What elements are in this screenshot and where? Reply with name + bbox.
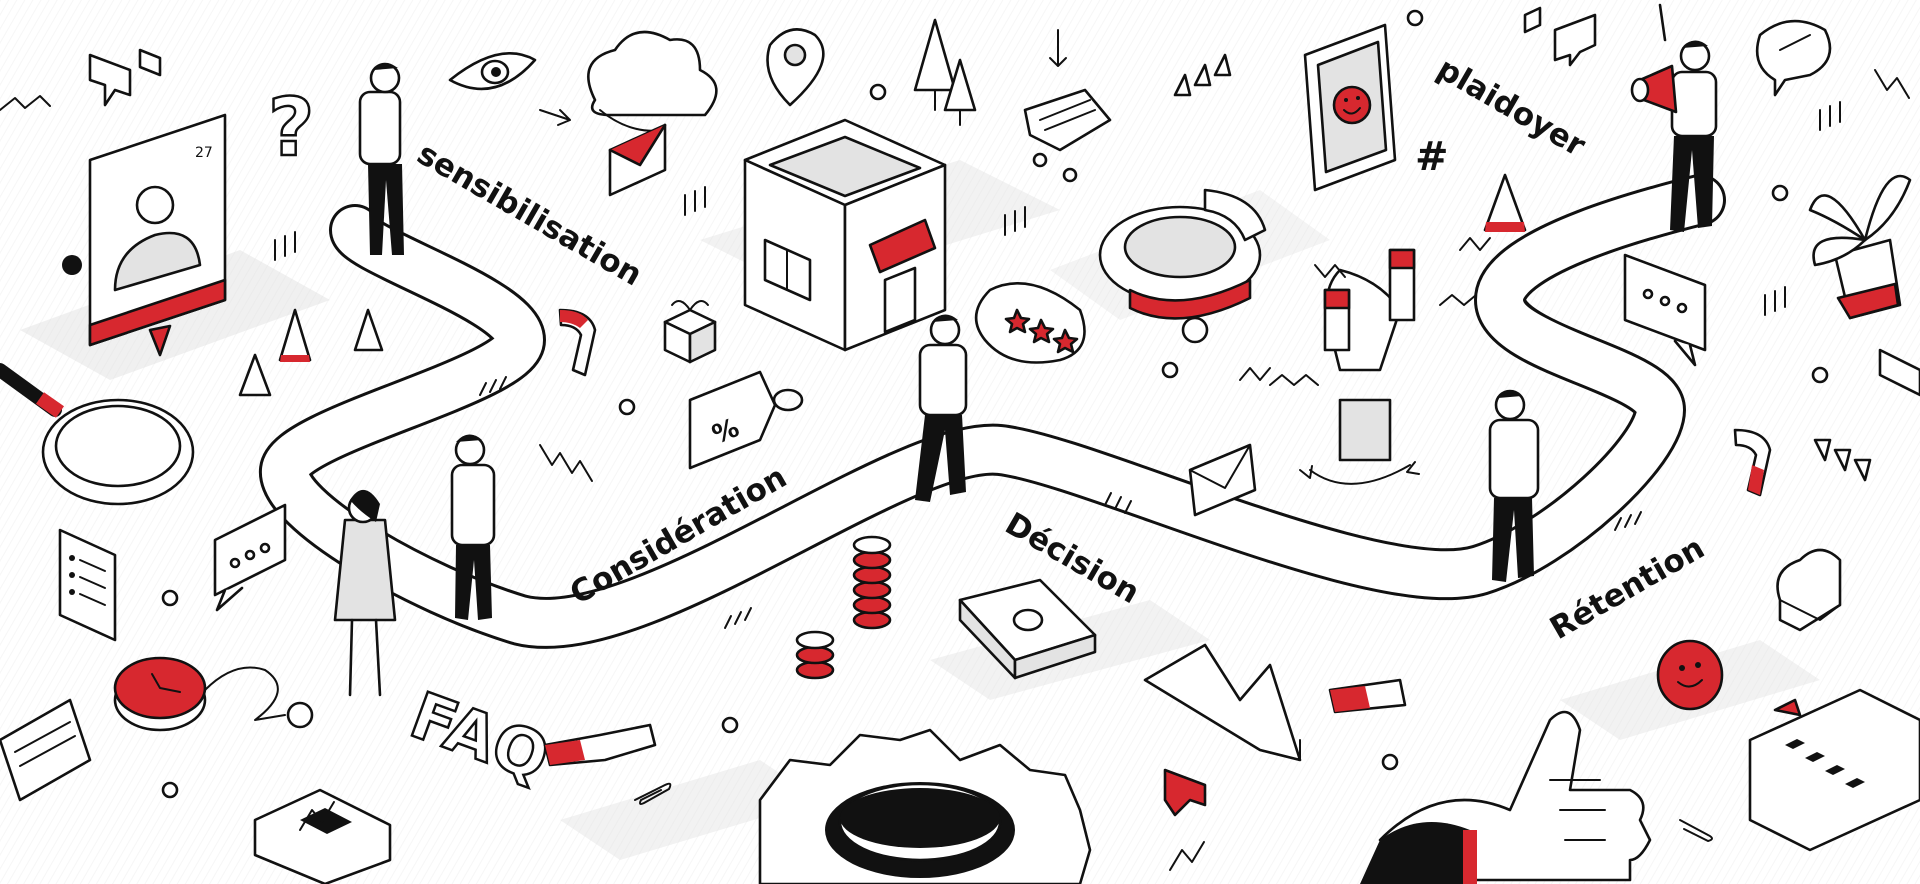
question-mark-icon: ? [267, 80, 316, 176]
person-consideration-man [450, 434, 496, 620]
location-pin-icon [766, 28, 825, 107]
banknote-icon [958, 578, 1097, 680]
checklist-board-icon [1748, 688, 1920, 852]
cone-shapes-left [238, 308, 384, 397]
donut-chart-icon [1098, 188, 1267, 344]
shopping-cart-icon [1023, 29, 1112, 183]
clock-icon [113, 656, 314, 732]
gear-icon [758, 728, 1092, 884]
tree-icon [913, 18, 977, 126]
pyramid-icon [1143, 643, 1302, 762]
keyboard-key-icon [253, 788, 392, 884]
chat-bubble-icon [213, 503, 287, 612]
smiley-icon [1332, 85, 1372, 125]
discount-tag-icon: % [688, 370, 804, 470]
heart-icon [1776, 548, 1842, 632]
chat-bubble-right-icon [1623, 253, 1707, 367]
thumbs-up-icon [1360, 710, 1652, 884]
shop-icon [743, 118, 947, 352]
person-walking [915, 314, 968, 502]
cloud-icon [587, 30, 718, 132]
speech-bubbles-small [88, 6, 1597, 107]
hashtag: # [1415, 134, 1449, 180]
journey-road [259, 174, 1726, 649]
smiley-badge-icon [1656, 639, 1724, 711]
profile-counter: 27 [195, 145, 213, 161]
envelope-small-icon [1188, 443, 1257, 517]
question-mark-text: ? [268, 81, 314, 174]
people [333, 3, 1718, 697]
decorative-triangles [1173, 53, 1872, 482]
paperclip-icon [634, 782, 1713, 842]
person-awareness [358, 62, 404, 255]
cone-shapes-right [1483, 173, 1527, 232]
checklist-icon [58, 528, 117, 642]
coin-stack-icon [795, 535, 892, 680]
red-flags [543, 678, 1407, 817]
bar-right-edge [1878, 348, 1920, 397]
smartphone-icon: # [1303, 23, 1449, 192]
person-retention [1488, 389, 1540, 582]
plant-icon [1808, 174, 1912, 320]
decorative-marks [0, 69, 1910, 871]
chat-bubble-top-right-icon [1755, 19, 1832, 97]
eye-icon [448, 52, 537, 91]
red-hooks [558, 308, 1772, 497]
profile-card-icon: 27 [62, 113, 227, 357]
decorative-dots [161, 9, 1829, 799]
document-icon [0, 698, 92, 802]
megaphone-icon [1630, 64, 1678, 114]
rating-bubble-icon [974, 282, 1086, 364]
person-advocacy [1630, 3, 1718, 232]
magnifier-icon [0, 363, 195, 506]
person-consideration-woman [333, 489, 397, 697]
magnet-icon [1299, 248, 1420, 485]
envelope-icon [608, 123, 667, 197]
gift-icon [663, 300, 717, 364]
